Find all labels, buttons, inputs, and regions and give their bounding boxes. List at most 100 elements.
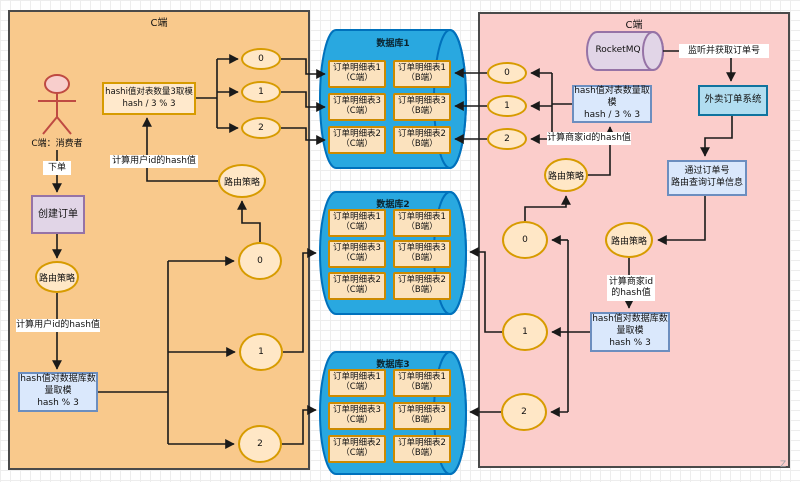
- left-db-circle-0: 0: [238, 242, 282, 280]
- db3-table-b3: 订单明细表3 （B端）: [393, 402, 451, 430]
- left-userid-hash-label-2: 计算用户id的hash值: [110, 155, 198, 168]
- table-name: 订单明细表3: [333, 243, 381, 254]
- rocketmq-label: RocketMQ: [595, 45, 641, 55]
- database3-title: 数据库3: [376, 360, 410, 370]
- table-side: （B端）: [406, 106, 438, 116]
- right-routing-strategy-node-1: 路由策略: [544, 158, 588, 192]
- db1-table-c3: 订单明细表3 （C端）: [328, 93, 386, 121]
- db2-table-b3: 订单明细表3 （B端）: [393, 240, 451, 268]
- table-side: （B端）: [406, 139, 438, 149]
- right-db-hash-box: hash值对数据库数 量取模 hash % 3: [590, 312, 670, 352]
- table-side: （C端）: [341, 106, 373, 116]
- db1-table-c2: 订单明细表2 （C端）: [328, 126, 386, 154]
- merchant-hash-line1: 计算商家id: [608, 277, 654, 288]
- right-db-hash-box-line1: hash值对数据库数: [592, 314, 668, 325]
- db2-table-b1: 订单明细表1 （B端）: [393, 209, 451, 237]
- table-side: （C端）: [341, 448, 373, 458]
- table-name: 订单明细表3: [398, 405, 446, 416]
- right-table-hash-box-line3: hash / 3 % 3: [583, 109, 641, 120]
- db3-table-b2: 订单明细表2 （B端）: [393, 435, 451, 463]
- create-order-box: 创建订单: [31, 195, 85, 234]
- table-side: （B端）: [406, 382, 438, 392]
- left-table-circle-1: 1: [241, 81, 281, 103]
- table-name: 订单明细表2: [333, 438, 381, 449]
- right-merchant-hash-label-1: 计算商家id的hash值: [547, 132, 631, 145]
- right-merchant-hash-label-2: 计算商家id 的hash值: [607, 275, 655, 301]
- left-db-hash-box-line1: hash值对数据库数: [20, 374, 96, 385]
- db1-table-c1: 订单明细表1 （C端）: [328, 60, 386, 88]
- right-table-hash-box-line1: hash值对表数量取: [574, 86, 650, 97]
- left-userid-hash-label-1: 计算用户id的hash值: [16, 319, 100, 332]
- database1-title: 数据库1: [376, 39, 410, 49]
- table-name: 订单明细表2: [398, 275, 446, 286]
- right-routing-strategy-node-2: 路由策略: [605, 222, 653, 258]
- table-side: （C端）: [341, 139, 373, 149]
- table-side: （C端）: [341, 222, 373, 232]
- left-db-hash-box: hash值对数据库数 量取模 hash % 3: [18, 372, 98, 412]
- table-side: （B端）: [406, 448, 438, 458]
- merchant-hash-line2: 的hash值: [611, 288, 651, 298]
- left-table-circle-2: 2: [241, 117, 281, 139]
- left-db-circle-2: 2: [238, 425, 282, 463]
- db3-table-c1: 订单明细表1 （C端）: [328, 369, 386, 397]
- db1-table-b2: 订单明细表2 （B端）: [393, 126, 451, 154]
- table-side: （B端）: [406, 222, 438, 232]
- table-side: （B端）: [406, 253, 438, 263]
- watermark: Z: [780, 460, 787, 470]
- db1-table-b1: 订单明细表1 （B端）: [393, 60, 451, 88]
- left-panel-title: C端: [150, 18, 168, 29]
- right-table-circle-1: 1: [487, 95, 527, 117]
- query-order-box-line2: 路由查询订单信息: [670, 178, 743, 188]
- right-db-circle-1: 1: [502, 313, 548, 351]
- table-name: 订单明细表2: [333, 275, 381, 286]
- table-name: 订单明细表1: [333, 372, 381, 383]
- right-table-circle-2: 2: [487, 128, 527, 150]
- table-name: 订单明细表2: [398, 129, 446, 140]
- db2-table-b2: 订单明细表2 （B端）: [393, 272, 451, 300]
- left-routing-strategy-node-2: 路由策略: [218, 164, 266, 198]
- right-db-hash-box-line2: 量取模: [616, 326, 644, 337]
- right-db-circle-2: 2: [501, 393, 547, 431]
- right-db-circle-0: 0: [502, 221, 548, 259]
- left-table-hash-box-line2: hash / 3 % 3: [122, 98, 176, 109]
- db3-table-c2: 订单明细表2 （C端）: [328, 435, 386, 463]
- table-side: （B端）: [406, 415, 438, 425]
- left-table-hash-box: hashi值对表数量3取模 hash / 3 % 3: [102, 82, 196, 115]
- table-name: 订单明细表3: [333, 96, 381, 107]
- table-name: 订单明细表1: [398, 212, 446, 223]
- query-order-box: 通过订单号 路由查询订单信息: [667, 160, 747, 196]
- left-table-hash-box-line1: hashi值对表数量3取模: [105, 87, 193, 98]
- table-name: 订单明细表3: [398, 96, 446, 107]
- right-table-hash-box-line2: 模: [607, 98, 617, 109]
- db1-table-b3: 订单明细表3 （B端）: [393, 93, 451, 121]
- database2-title: 数据库2: [376, 200, 410, 210]
- db2-table-c3: 订单明细表3 （C端）: [328, 240, 386, 268]
- table-name: 订单明细表1: [398, 372, 446, 383]
- query-order-box-line1: 通过订单号: [684, 166, 730, 177]
- right-db-hash-box-line3: hash % 3: [609, 337, 651, 348]
- table-side: （B端）: [406, 285, 438, 295]
- listen-order-label: 监听并获取订单号: [679, 44, 769, 58]
- right-table-hash-box: hash值对表数量取 模 hash / 3 % 3: [572, 85, 652, 123]
- left-db-circle-1: 1: [239, 333, 283, 371]
- left-routing-strategy-node-1: 路由策略: [35, 261, 79, 293]
- place-order-label: 下单: [43, 161, 71, 175]
- right-panel-title: C端: [625, 20, 643, 31]
- table-side: （C端）: [341, 285, 373, 295]
- db2-table-c1: 订单明细表1 （C端）: [328, 209, 386, 237]
- takeout-order-system-box: 外卖订单系统: [698, 85, 768, 116]
- db3-table-b1: 订单明细表1 （B端）: [393, 369, 451, 397]
- table-name: 订单明细表3: [333, 405, 381, 416]
- table-name: 订单明细表1: [398, 63, 446, 74]
- db3-table-c3: 订单明细表3 （C端）: [328, 402, 386, 430]
- table-name: 订单明细表1: [333, 63, 381, 74]
- right-table-circle-0: 0: [487, 62, 527, 84]
- table-name: 订单明细表1: [333, 212, 381, 223]
- table-side: （C端）: [341, 253, 373, 263]
- table-side: （C端）: [341, 73, 373, 83]
- consumer-actor-label: C端：消费者: [31, 139, 83, 149]
- table-name: 订单明细表2: [333, 129, 381, 140]
- left-db-hash-box-line3: hash % 3: [37, 397, 79, 408]
- left-table-circle-0: 0: [241, 48, 281, 70]
